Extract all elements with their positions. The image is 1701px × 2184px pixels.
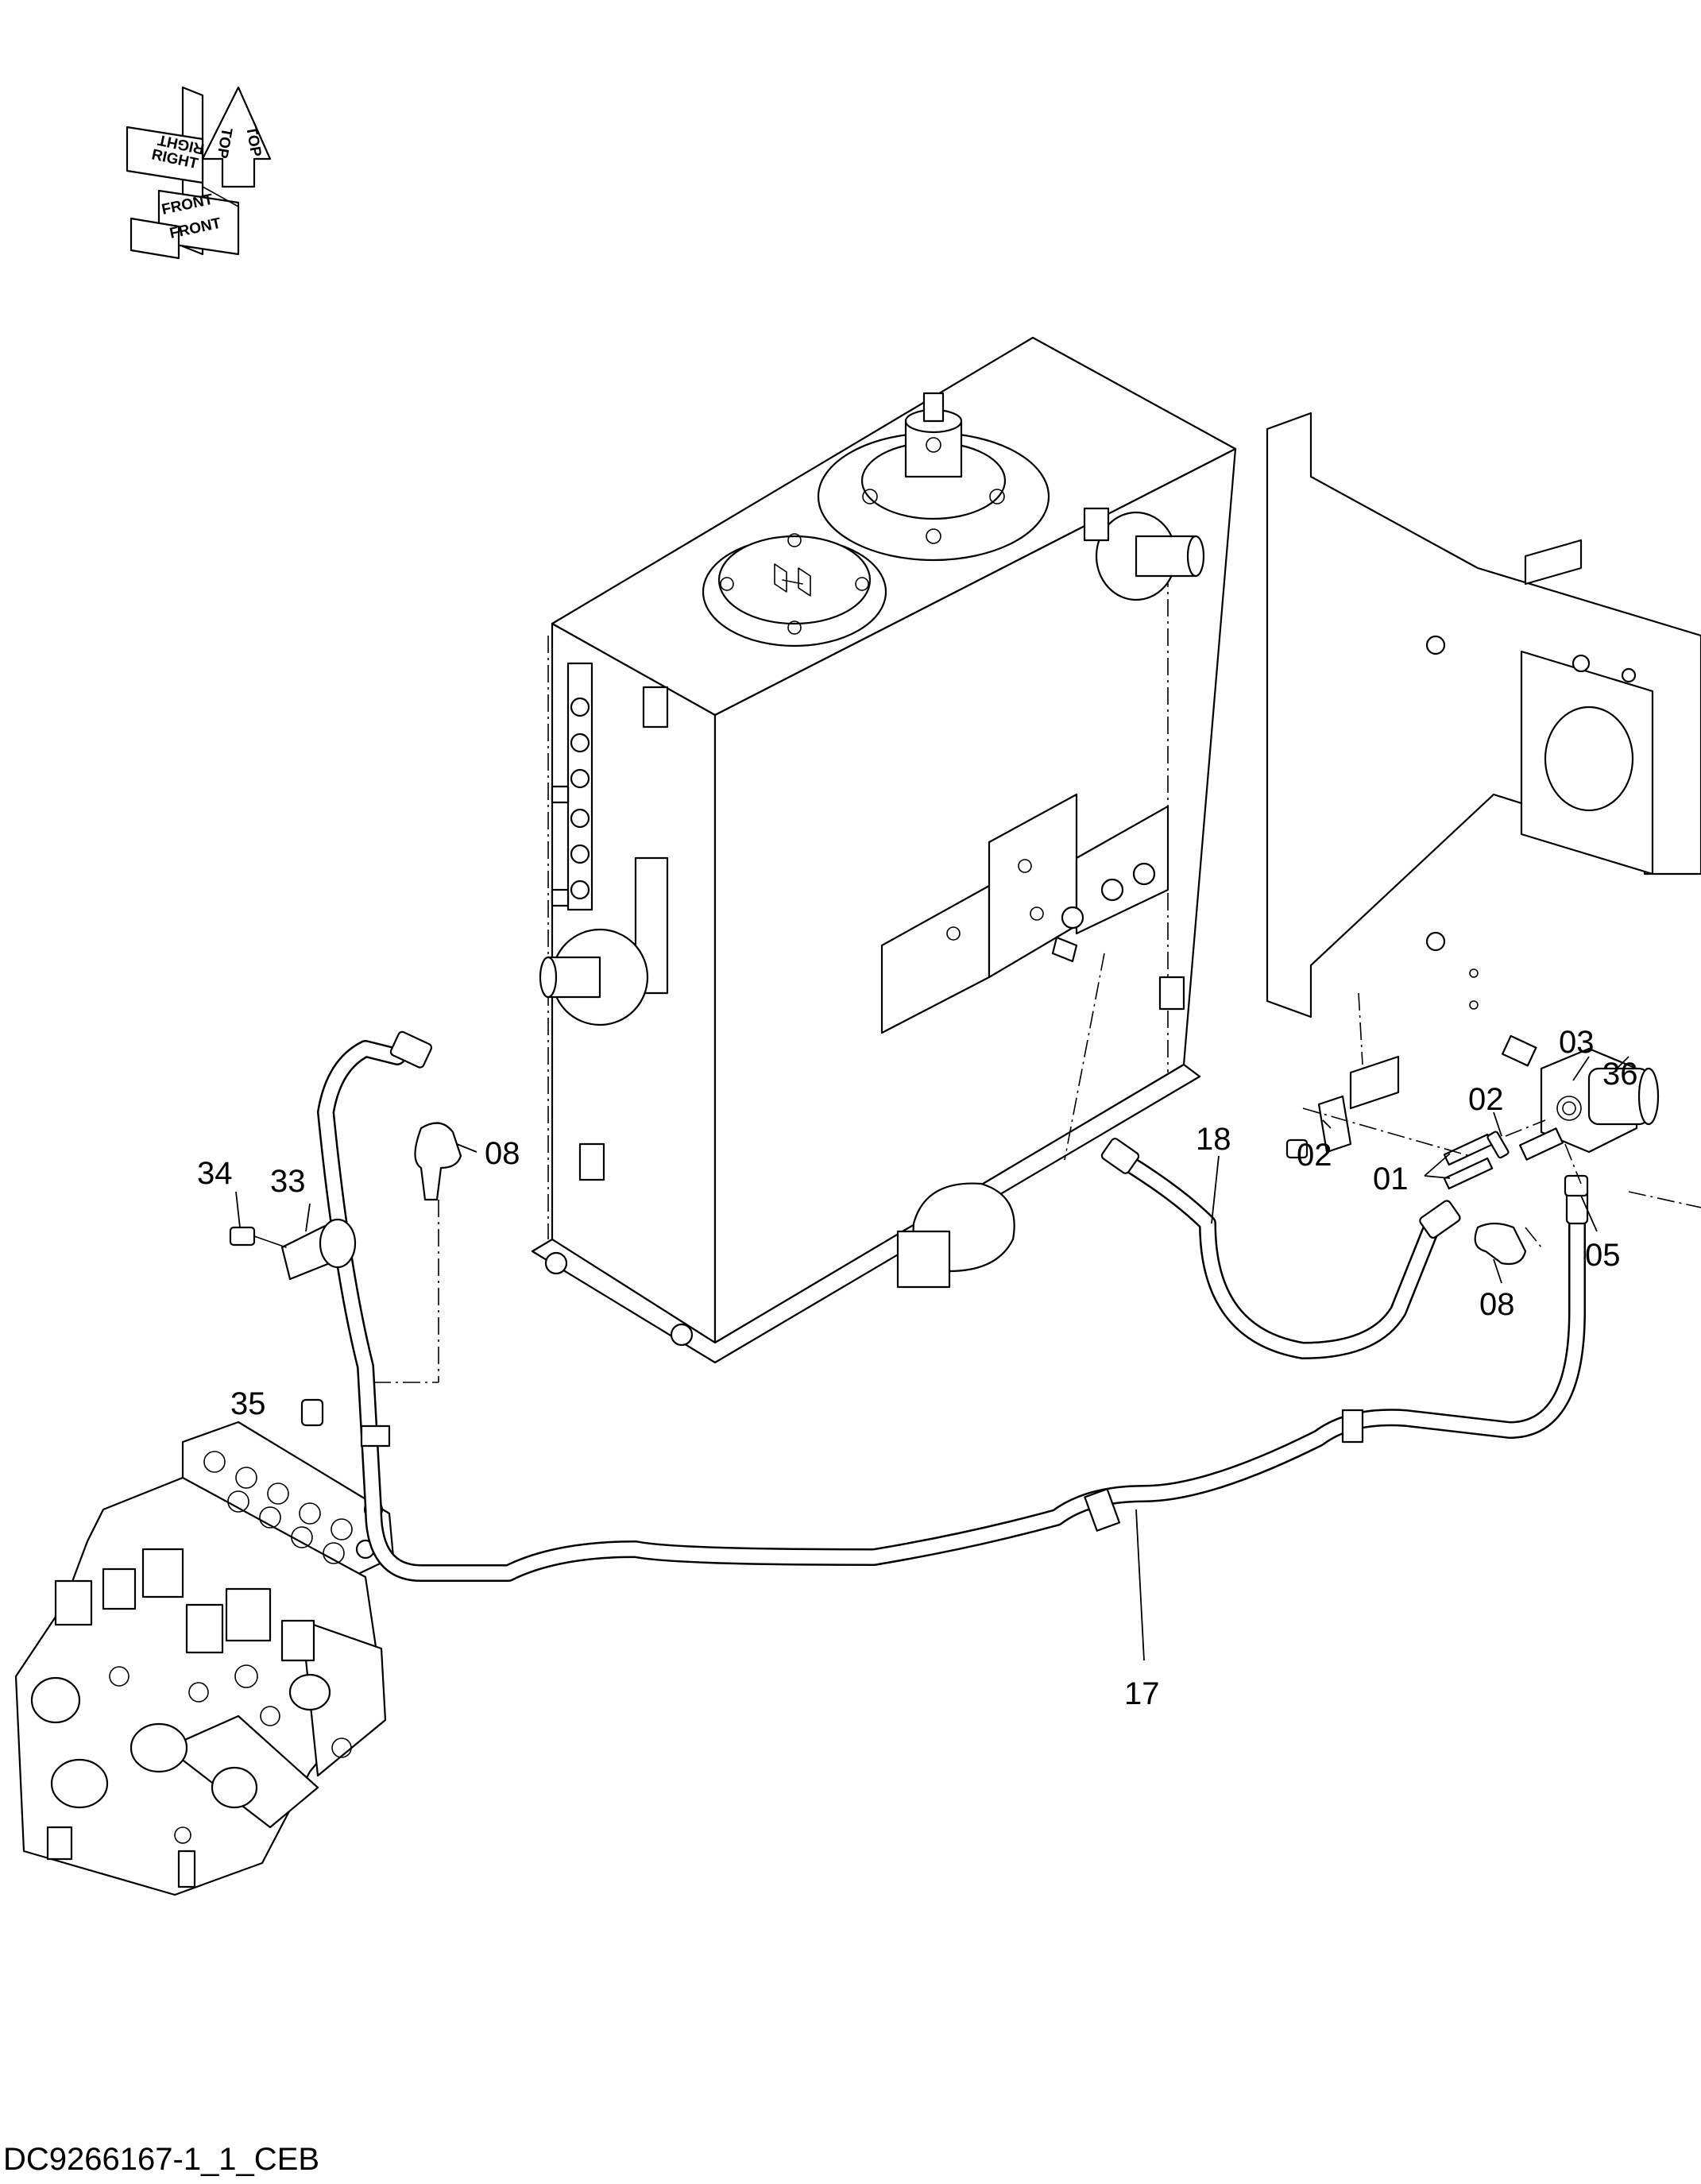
callout-34: 34 xyxy=(197,1156,233,1191)
leader-lines xyxy=(235,953,1701,1661)
hydraulic-tank xyxy=(531,336,1237,1364)
callout-08-left: 08 xyxy=(485,1136,520,1171)
fittings xyxy=(229,1034,1660,1281)
elbow-08-right xyxy=(1474,1222,1527,1266)
control-valve xyxy=(14,1398,395,1896)
tank-left-pipe xyxy=(539,928,649,1026)
callout-03: 03 xyxy=(1559,1025,1595,1060)
callout-01: 01 xyxy=(1373,1162,1409,1196)
valve-block-03 xyxy=(1501,1034,1660,1161)
callout-17: 17 xyxy=(1124,1676,1160,1711)
hoses xyxy=(317,1030,1589,1582)
callout-36: 36 xyxy=(1602,1057,1638,1092)
frame-plate xyxy=(1266,412,1701,1065)
callout-02-bracket: 02 xyxy=(1297,1138,1332,1173)
tank-right-pipe xyxy=(1095,511,1205,601)
fitting-05 xyxy=(1564,1174,1589,1197)
breather-cap xyxy=(817,392,1050,562)
suction-cover xyxy=(702,533,887,647)
callouts: 01 02 02 03 36 05 08 08 17 18 33 34 35 xyxy=(197,1025,1638,1711)
plug-35 xyxy=(300,1398,324,1427)
clamp-33 xyxy=(229,1218,357,1281)
drawing-code: DC9266167-1_1_CEB xyxy=(3,2142,320,2177)
callout-08-right: 08 xyxy=(1479,1287,1515,1322)
callout-02-pin: 02 xyxy=(1468,1082,1504,1117)
level-gauge xyxy=(634,856,669,995)
callout-05: 05 xyxy=(1585,1238,1621,1273)
tank-side-ports xyxy=(551,662,593,911)
callout-35: 35 xyxy=(230,1386,266,1421)
callout-18: 18 xyxy=(1196,1122,1231,1157)
elbow-08-left xyxy=(414,1122,462,1201)
tank-bracket xyxy=(880,793,1169,1034)
orientation-indicator: TOP TOP RIGHT RIGHT FRONT FRONT xyxy=(126,86,272,260)
callout-33: 33 xyxy=(270,1164,306,1199)
tank-drain xyxy=(896,1182,1015,1289)
